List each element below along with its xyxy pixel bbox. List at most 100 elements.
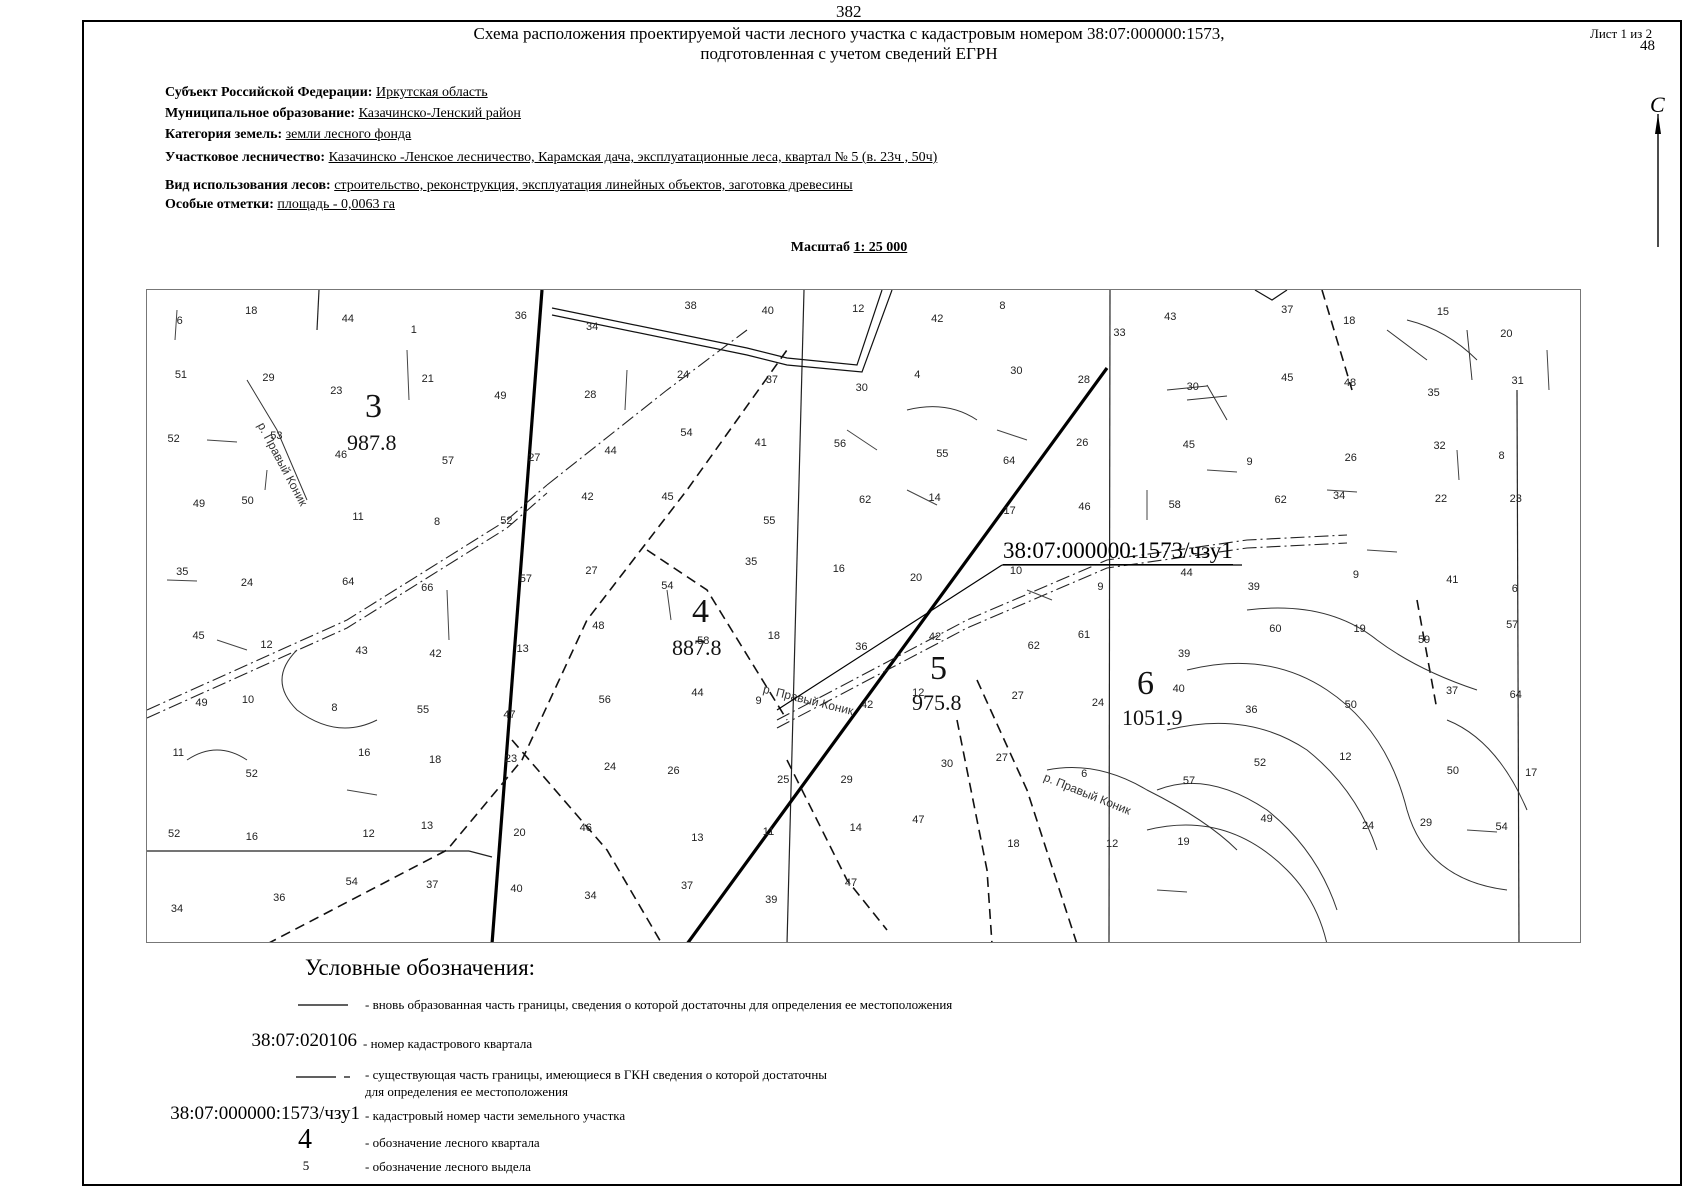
parcel-number: 52 [167, 433, 180, 446]
parcel-number: 59 [1417, 633, 1431, 646]
parcel-number: 36 [855, 641, 868, 654]
info-forestry: Участковое лесничество: Казачинско -Ленс… [165, 150, 937, 166]
sheet-number: Лист 1 из 2 [1590, 26, 1653, 41]
forestry-label: Участковое лесничество: [165, 150, 326, 165]
parcel-number: 50 [1446, 764, 1459, 777]
municipality-value: Казачинско-Ленский район [358, 106, 521, 121]
info-category: Категория земель: земли лесного фонда [165, 127, 411, 143]
parcel-number: 30 [855, 381, 868, 394]
parcel-number: 39 [1178, 647, 1191, 660]
parcel-number: 43 [1164, 311, 1177, 324]
parcel-number: 12 [260, 639, 273, 652]
parcel-number: 26 [1344, 452, 1357, 465]
parcel-number: 45 [192, 630, 205, 643]
parcel-number: 26 [667, 764, 680, 777]
parcel-number: 23 [330, 385, 343, 398]
parcel-number: 54 [680, 426, 693, 439]
parcel-number: 45 [1281, 371, 1294, 384]
parcel-number: 40 [1172, 682, 1185, 695]
scale-label: Масштаб [790, 240, 851, 255]
parcel-number: 36 [273, 892, 286, 905]
forestry-value: Казачинско -Ленское лесничество, Карамск… [328, 150, 938, 165]
category-value: земли лесного фонда [285, 127, 412, 142]
parcel-number: 4 [914, 368, 921, 381]
legend-symbol-cadastral-part: 38:07:000000:1573/чзу1 [170, 1103, 360, 1124]
parcel-number: 45 [1182, 439, 1196, 452]
title-line-1: Схема расположения проектируемой части л… [473, 24, 1225, 43]
parcel-number: 62 [1027, 639, 1040, 652]
notes-value: площадь - 0,0063 га [277, 197, 395, 212]
parcel-number: 46 [334, 448, 348, 461]
parcel-number: 44 [604, 445, 617, 458]
parcel-number: 27 [528, 451, 541, 464]
category-label: Категория земель: [165, 127, 283, 142]
parcel-number: 35 [1427, 387, 1440, 400]
parcel-number: 43 [355, 645, 368, 658]
parcel-number: 19 [1353, 623, 1366, 636]
parcel-number: 35 [176, 566, 189, 579]
parcel-number: 34 [1332, 490, 1346, 503]
parcel-number: 6 [1081, 767, 1088, 780]
parcel-number: 57 [1182, 774, 1196, 787]
parcel-number: 66 [421, 581, 434, 594]
parcel-number: 64 [1509, 688, 1522, 701]
parcel-number: 23 [1509, 493, 1522, 506]
scale: Масштаб 1: 25 000 [0, 240, 1698, 256]
legend-text-new-boundary: - вновь образованная часть границы, свед… [365, 997, 953, 1012]
parcel-number: 39 [765, 893, 778, 906]
parcel-number: 46 [1078, 500, 1091, 513]
parcel-number: 31 [1511, 375, 1524, 388]
parcel-number: 42 [928, 631, 942, 644]
subject-value: Иркутская область [375, 85, 488, 100]
parcel-number: 11 [762, 825, 775, 838]
parcel-number: 8 [1498, 449, 1505, 462]
parcel-number: 49 [494, 389, 507, 402]
parcel-number: 18 [1007, 837, 1020, 850]
parcel-number: 50 [1344, 698, 1357, 711]
map-linework [147, 290, 1550, 942]
parcel-number: 54 [661, 580, 674, 593]
parcel-number: 21 [421, 372, 434, 385]
parcel-number: 9 [1246, 455, 1253, 468]
parcel-number: 11 [352, 510, 364, 523]
parcel-number: 57 [1506, 618, 1519, 631]
municipality-label: Муниципальное образование: [165, 106, 356, 121]
page-frame [82, 20, 1682, 1186]
parcel-number: 34 [586, 321, 599, 334]
parcel-number: 62 [858, 494, 872, 507]
parcel-number: 29 [1419, 817, 1433, 830]
legend-text-forest-section: - обозначение лесного выдела [365, 1159, 531, 1174]
parcel-number: 47 [844, 876, 858, 889]
parcel-number: 12 [362, 828, 375, 841]
parcel-number: 44 [691, 687, 704, 700]
parcel-number: 24 [603, 760, 617, 773]
parcel-number: 13 [691, 832, 704, 845]
usage-label: Вид использования лесов: [165, 178, 331, 193]
legend-symbol-forest-quarter: 4 [298, 1124, 312, 1155]
parcel-number: 20 [513, 827, 526, 839]
parcel-number: 20 [909, 572, 923, 584]
parcel-number: 53 [270, 429, 283, 442]
parcel-number: 55 [936, 448, 949, 461]
parcel-number: 26 [1076, 436, 1089, 449]
parcel-number: 55 [763, 514, 776, 527]
parcel-number: 47 [503, 709, 516, 722]
parcel-number: 40 [510, 883, 523, 896]
parcel-number: 19 [1177, 835, 1190, 848]
cadastral-leader [776, 564, 1242, 711]
scale-value: 1: 25 000 [853, 240, 908, 255]
parcel-number: 40 [761, 305, 774, 318]
parcel-number: 54 [1495, 820, 1508, 833]
parcel-number: 11 [172, 746, 185, 759]
parcel-number: 12 [1339, 750, 1352, 763]
parcel-number: 13 [420, 820, 434, 833]
parcel-number: 14 [849, 821, 862, 834]
parcel-number: 27 [995, 752, 1008, 765]
parcel-number: 64 [342, 576, 355, 589]
parcel-number: 18 [429, 754, 442, 767]
parcel-number: 37 [1281, 303, 1294, 316]
parcel-number: 24 [1091, 697, 1105, 710]
parcel-number: 57 [441, 455, 455, 468]
legend-existing-boundary-icon [296, 1076, 350, 1078]
parcel-number: 49 [1260, 812, 1273, 825]
